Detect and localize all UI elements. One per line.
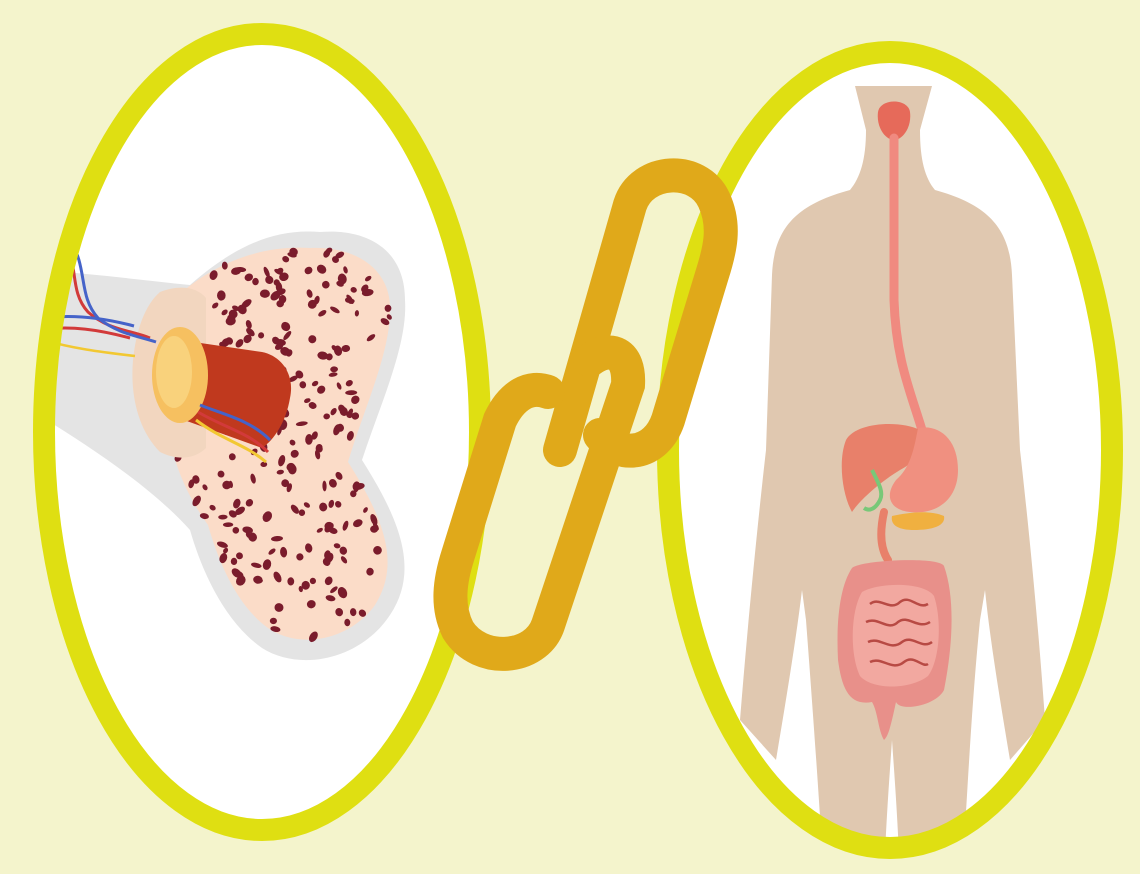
left-frame [30, 34, 480, 830]
bone-pore [260, 290, 270, 298]
marrow-cap-highlight [156, 336, 192, 408]
bone-pore [231, 558, 237, 565]
bone-pore [299, 509, 305, 516]
right-frame [668, 52, 1112, 874]
small-intestine [853, 585, 939, 687]
